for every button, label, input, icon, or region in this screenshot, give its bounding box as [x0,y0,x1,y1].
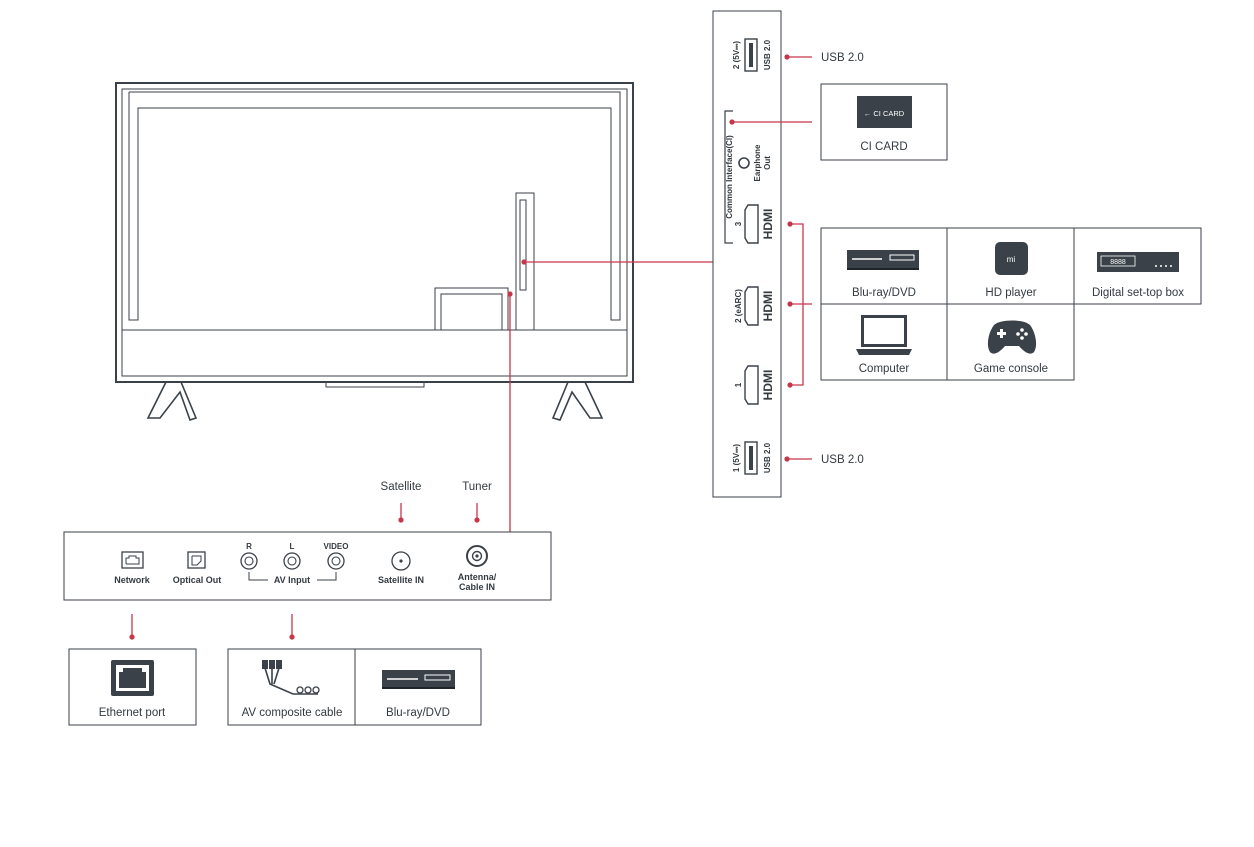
usb-top-external-label: USB 2.0 [821,52,864,64]
ci-card-label: CI CARD [860,141,907,153]
bluray-player-icon [847,250,919,270]
ethernet-port-icon [111,660,154,696]
hdmi1-port-icon [744,365,759,405]
usb-bottom-port-label: 1 (5V⎓) [732,444,741,473]
set-top-box-icon: 8888 [1097,252,1179,272]
optical-label: Optical Out [173,575,222,585]
satellite-in-label: Satellite IN [378,575,424,585]
av-input-label: AV Input [274,575,310,585]
hdmi3-logo: HDMI [761,209,775,240]
hdmi-device-1-label: HD player [985,287,1036,299]
tuner-label: Tuner [462,481,492,493]
gamepad-icon [987,320,1037,354]
av-r-jack-icon [240,552,258,570]
hdmi3-port-icon [744,204,759,244]
hdmi-device-3-label: Computer [859,363,910,375]
ethernet-box: Ethernet port [68,648,197,726]
network-label: Network [114,575,151,585]
ci-card-print: ← CI CARD [864,109,905,118]
hdmi1-number: 1 [734,382,743,387]
bottom-bluray-icon [382,670,455,689]
hdmi-device-4-label: Game console [974,363,1048,375]
av-devices-box: AV composite cable Blu-ray/DVD [227,648,482,726]
ci-slot-label: Common Interface(CI) [725,135,734,219]
earphone-label-line2: Out [763,156,772,170]
hd-player-brand: mi [1007,255,1016,264]
tv-back-illustration [115,82,634,422]
satellite-label: Satellite [381,481,422,493]
ethernet-label: Ethernet port [99,707,166,719]
hdmi-device-0-label: Blu-ray/DVD [852,287,916,299]
ci-card-box: ← CI CARD CI CARD [820,83,948,161]
ci-card-icon [857,96,912,128]
av-cable-label: AV composite cable [242,707,343,719]
set-top-box-display: 8888 [1110,259,1126,266]
av-l-jack-icon [283,552,301,570]
usb-bottom-type-label: USB 2.0 [763,442,772,473]
usb-top-port-label: 2 (5V⎓) [732,41,741,70]
hdmi-device-2-label: Digital set-top box [1092,287,1184,299]
earphone-jack-icon [738,157,750,169]
satellite-in-port-icon [391,551,411,571]
earphone-label-line1: Earphone [753,144,762,181]
laptop-icon [856,315,912,355]
av-video-label: VIDEO [324,542,349,551]
bottom-port-panel: Network Optical Out R L VIDEO AV Input S… [63,531,552,601]
side-port-panel: 2 (5V⎓) USB 2.0 Common Interface(CI) Ear… [712,10,782,498]
antenna-in-port-icon [466,545,488,567]
antenna-label-line1: Antenna/ [458,572,497,582]
hdmi1-logo: HDMI [761,370,775,401]
av-r-label: R [246,542,252,551]
av-cable-icon [262,660,320,695]
av-l-label: L [290,542,295,551]
usb-top-type-label: USB 2.0 [763,39,772,70]
antenna-label-line2: Cable IN [459,582,495,592]
usb-bottom-external-label: USB 2.0 [821,454,864,466]
hdmi3-number: 3 [734,221,743,226]
hd-player-icon: mi [995,242,1028,275]
hdmi2-number: 2 (eARC) [734,289,743,323]
hdmi-devices-grid: Blu-ray/DVD mi HD player 8888 Digital se… [820,227,1202,381]
network-port-icon [121,551,144,569]
hdmi2-logo: HDMI [761,291,775,322]
hdmi2-port-icon [744,286,759,326]
av-video-jack-icon [327,552,345,570]
bottom-bluray-label: Blu-ray/DVD [386,707,450,719]
optical-port-icon [187,551,206,569]
